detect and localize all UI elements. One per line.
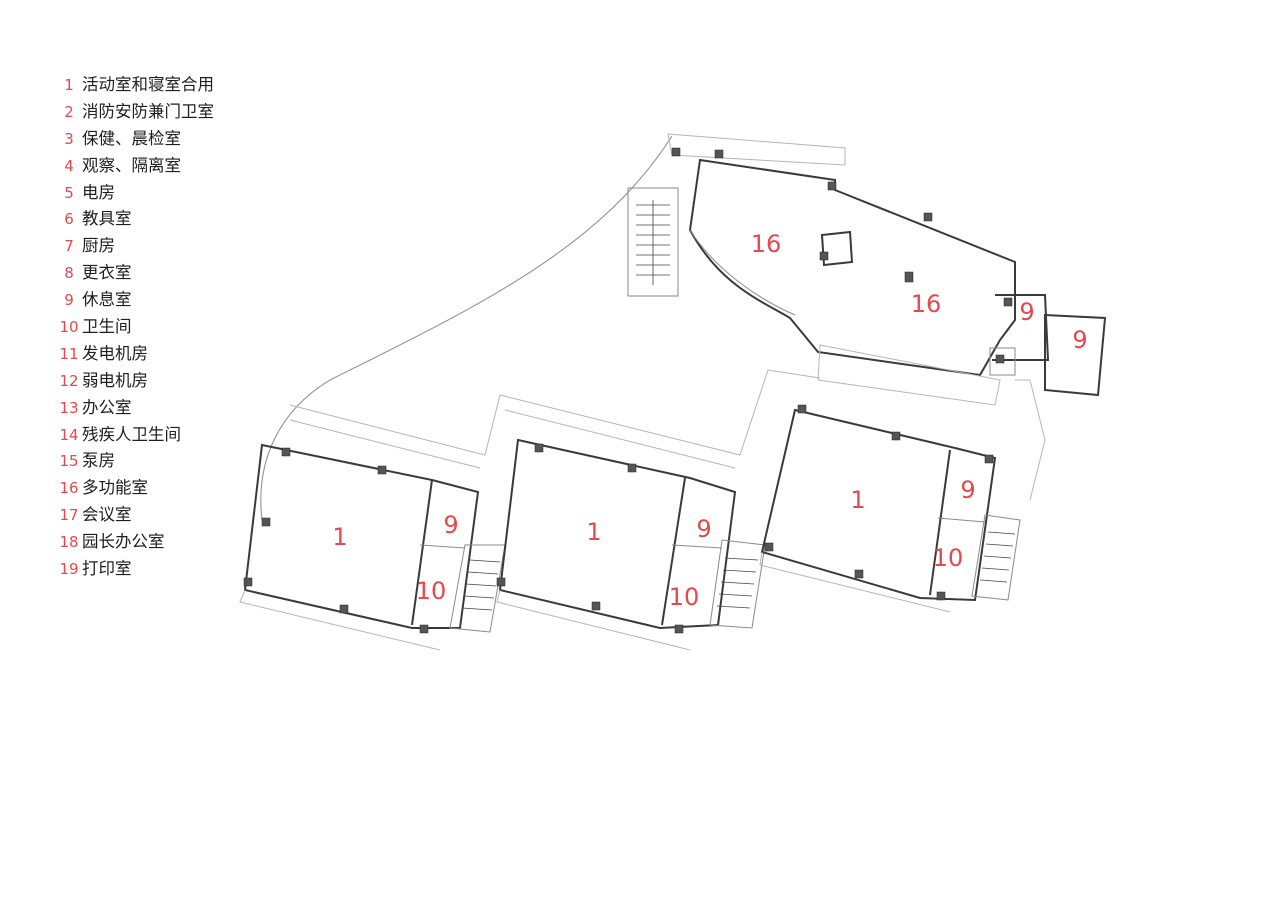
- site-boundary: [260, 135, 673, 521]
- room-label-rest: 9: [443, 511, 458, 539]
- room-label-rest: 9: [1072, 326, 1087, 354]
- legend-number: 15: [59, 452, 79, 471]
- legend-number: 5: [64, 183, 74, 202]
- room-label-toilet: 10: [933, 544, 964, 572]
- legend-label: 更衣室: [82, 263, 132, 283]
- legend-item: 3 保健、晨检室: [56, 126, 214, 153]
- legend-label: 电房: [82, 182, 115, 202]
- legend-number: 3: [64, 129, 74, 148]
- legend-label: 卫生间: [82, 317, 132, 337]
- classroom-block-middle: [496, 438, 737, 651]
- legend-number: 8: [64, 264, 74, 283]
- corridor: [289, 369, 821, 456]
- multipurpose-block: [667, 133, 1107, 501]
- legend-number: 7: [64, 237, 74, 256]
- legend-number: 1: [64, 76, 74, 94]
- room-label-multipurpose: 16: [751, 230, 782, 258]
- legend-number: 16: [59, 479, 79, 498]
- legend-label: 打印室: [82, 559, 132, 579]
- room-label-activity: 1: [332, 523, 347, 551]
- stair-ne: [627, 187, 679, 297]
- legend-item: 4 观察、隔离室: [56, 153, 214, 180]
- legend-label: 教具室: [82, 209, 132, 229]
- legend-number: 13: [59, 398, 79, 417]
- classroom-block-east: [759, 408, 997, 613]
- legend-label: 园长办公室: [82, 532, 165, 552]
- room-label-activity: 1: [586, 518, 601, 546]
- room-label-rest: 9: [696, 515, 711, 543]
- legend-number: 12: [59, 371, 79, 390]
- legend-item: 5 电房: [56, 180, 214, 207]
- legend-label: 保健、晨检室: [82, 128, 181, 148]
- legend-label: 泵房: [82, 451, 115, 471]
- legend-item: 8 更衣室: [56, 260, 214, 287]
- legend-item: 6 教具室: [56, 206, 214, 233]
- legend-number: 14: [59, 425, 79, 444]
- stair-middle: [709, 539, 766, 629]
- legend-number: 18: [59, 533, 79, 552]
- legend-item: 2 消防安防兼门卫室: [56, 99, 214, 126]
- legend-label: 观察、隔离室: [82, 155, 181, 175]
- legend-label: 残疾人卫生间: [82, 424, 181, 444]
- legend-number: 19: [59, 560, 79, 579]
- legend-number: 11: [59, 344, 79, 363]
- room-label-activity: 1: [850, 486, 865, 514]
- legend-number: 4: [64, 156, 74, 175]
- legend-label: 活动室和寝室合用: [82, 75, 214, 94]
- legend-label: 发电机房: [82, 343, 148, 363]
- legend-label: 厨房: [82, 236, 115, 256]
- legend-label: 多功能室: [82, 478, 148, 498]
- legend-number: 9: [64, 291, 74, 310]
- legend-label: 办公室: [82, 397, 132, 417]
- room-label-toilet: 10: [416, 577, 447, 605]
- legend-item: 7 厨房: [56, 233, 214, 260]
- legend-number: 2: [64, 102, 74, 121]
- legend-number: 17: [59, 506, 79, 525]
- stair-east: [971, 514, 1021, 601]
- room-label-multipurpose: 16: [911, 290, 942, 318]
- legend-label: 弱电机房: [82, 370, 148, 390]
- legend-label: 休息室: [82, 290, 132, 310]
- classroom-block-west: [239, 443, 480, 651]
- room-label-rest: 9: [1019, 298, 1034, 326]
- legend-label: 会议室: [82, 505, 132, 525]
- legend-label: 消防安防兼门卫室: [82, 101, 214, 121]
- legend-item: 9 休息室: [56, 287, 214, 314]
- columns: [243, 147, 1013, 634]
- legend-item: 1 活动室和寝室合用: [56, 72, 214, 99]
- legend-number: 6: [64, 210, 74, 229]
- room-label-toilet: 10: [669, 583, 700, 611]
- room-label-rest: 9: [960, 476, 975, 504]
- legend-number: 10: [59, 318, 79, 337]
- stair-west: [449, 544, 506, 633]
